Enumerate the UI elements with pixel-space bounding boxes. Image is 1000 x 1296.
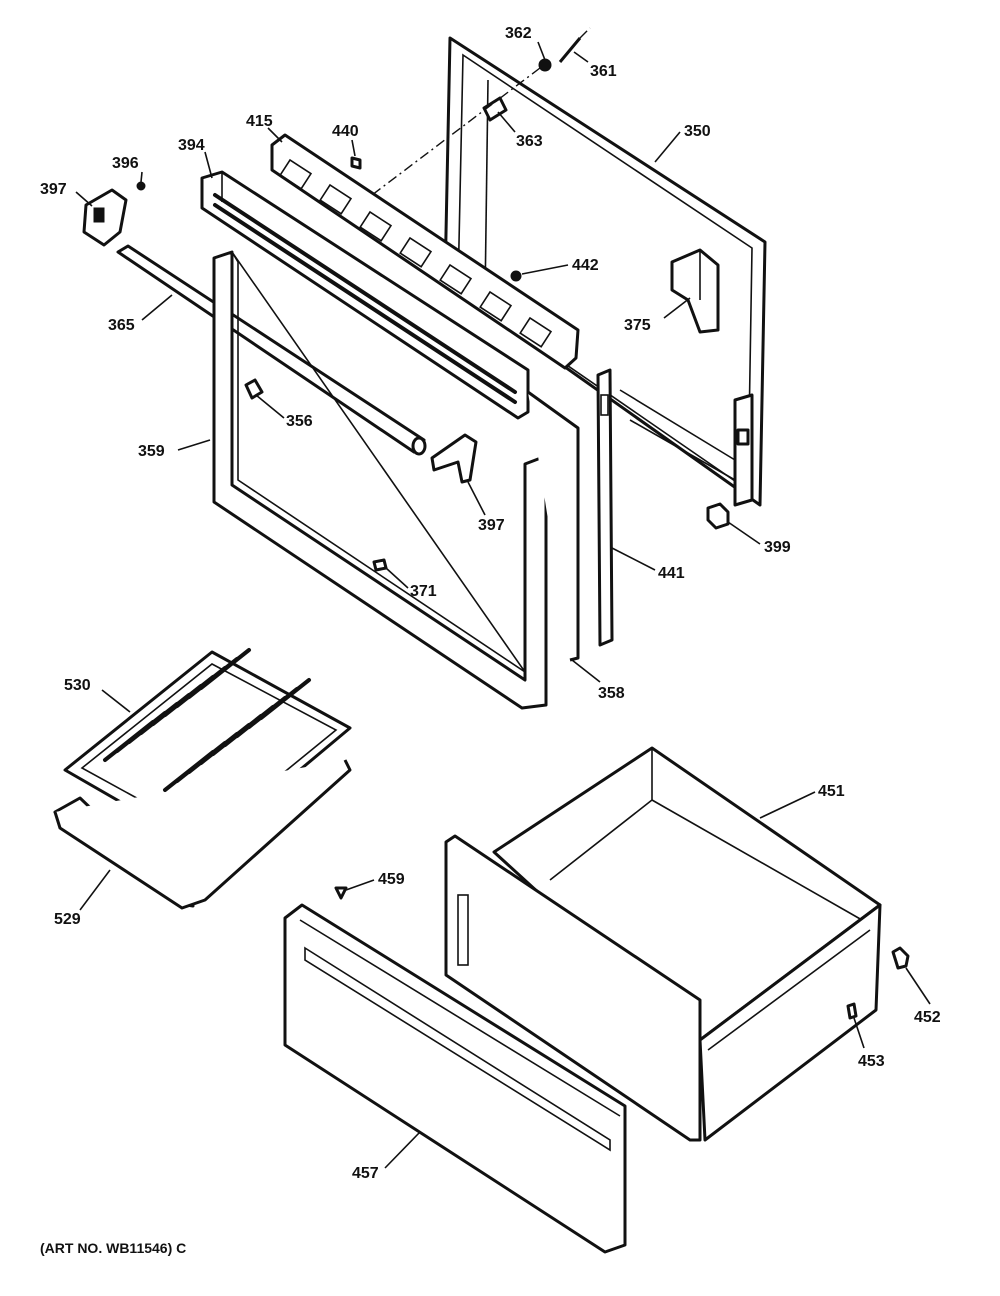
callout-415: 415 [246,113,273,130]
callout-442: 442 [572,257,599,274]
callout-396: 396 [112,155,139,172]
part-452-glide [891,946,910,970]
callout-362: 362 [505,25,532,42]
callout-440: 440 [332,123,359,140]
part-529-broiler-pan [53,759,352,910]
art-number-caption: (ART NO. WB11546) C [40,1240,187,1256]
callout-529: 529 [54,911,81,928]
callout-397-bottom: 397 [478,517,505,534]
part-371-clip [372,558,388,572]
part-451-drawer-body [492,746,882,1142]
part-415-vent-baffle [270,133,580,370]
part-451-drawer-front-frame [444,834,702,1142]
callout-365: 365 [108,317,135,334]
callout-375: 375 [624,317,651,334]
callout-530: 530 [64,677,91,694]
leader-lines [75,41,931,1169]
part-457-drawer-panel [283,903,627,1254]
callout-371: 371 [410,583,437,600]
part-453-screw [846,1002,858,1020]
part-358-glass [527,390,580,662]
part-441-side-strip [596,368,614,647]
rack-slot [259,678,311,720]
callout-labels: 362 361 363 350 415 440 394 396 397 442 … [40,25,941,1182]
callout-459: 459 [378,871,405,888]
callout-363: 363 [516,133,543,150]
part-397-latch-top [82,188,128,247]
callout-451: 451 [818,783,845,800]
callout-452: 452 [914,1009,941,1026]
callout-397-top: 397 [40,181,67,198]
callout-394: 394 [178,137,205,154]
callout-361: 361 [590,63,617,80]
part-359-inner-frame [212,250,548,710]
part-362-washer [538,58,552,72]
callout-457: 457 [352,1165,379,1182]
part-396-screw [136,181,146,191]
callout-356: 356 [286,413,313,430]
callout-441: 441 [658,565,685,582]
part-361-screw [558,27,591,63]
part-394-vent-trim [200,170,530,420]
part-356-clip [244,378,264,400]
part-440-fastener [350,156,362,170]
part-363-clip [482,96,508,122]
callout-453: 453 [858,1053,885,1070]
part-399-bumper [706,502,730,530]
part-397-latch-bottom [430,433,478,484]
part-365-handle [116,244,427,456]
callout-350: 350 [684,123,711,140]
assembly-line-363-415 [371,67,541,196]
rack-slot [199,648,251,690]
callout-358: 358 [598,685,625,702]
part-459-screw [334,886,348,900]
part-375-insulation [670,248,720,334]
part-350-outer-door-panel [443,36,767,507]
callout-399: 399 [764,539,791,556]
part-442-fastener [510,270,522,282]
callout-359: 359 [138,443,165,460]
